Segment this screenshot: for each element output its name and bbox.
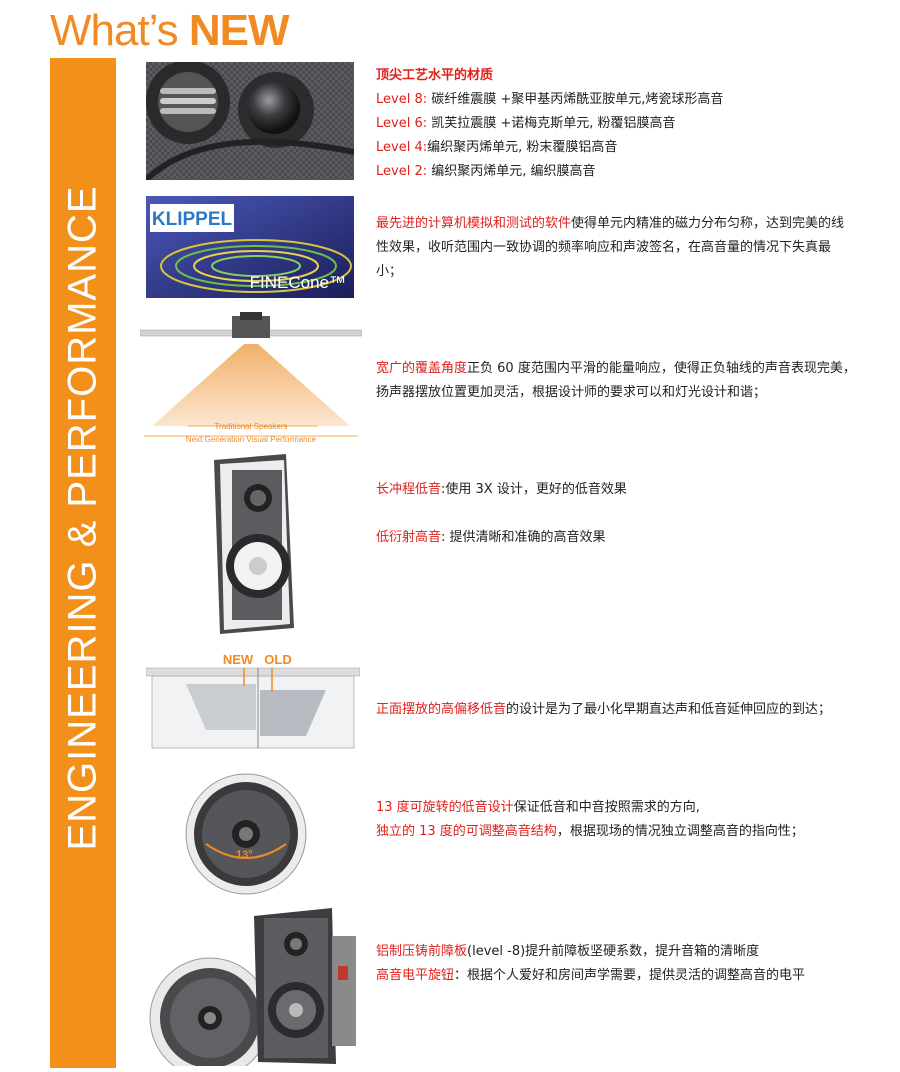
pivot-text-2: ，根据现场的情况独立调整高音的指向性； (556, 824, 804, 839)
materials-line-3: Level 4:编织聚丙烯单元, 粉末覆膜铝高音 (376, 136, 856, 160)
pivot-line-1: 13 度可旋转的低音设计保证低音和中音按照需求的方向, (376, 796, 856, 820)
baffle-text-2: ：根据个人爱好和房间声学需要，提供灵活的调整高音的电平 (454, 968, 806, 983)
page-title: What’s NEW (50, 6, 290, 56)
traditional-speakers-label: Traditional Speakers (214, 422, 287, 431)
pivot-angle-label: 13° (236, 849, 253, 861)
coverage-highlight: 宽广的覆盖角度 (376, 361, 468, 376)
side-banner-text: ENGINEERING & PERFORMANCE (60, 185, 105, 851)
klippel-logo-text: KLIPPEL (152, 209, 233, 230)
baffle-highlight-1: 铝制压铸前障板 (376, 944, 468, 959)
materials-line-2: Level 6: 凯芙拉震膜 +诺梅克斯单元, 粉覆铝膜高音 (376, 112, 856, 136)
woofer-highlight: 长冲程低音 (376, 482, 442, 497)
woofer-block: 长冲程低音:使用 3X 设计，更好的低音效果 (376, 478, 856, 502)
level-label: Level 4: (376, 140, 428, 155)
tweeter-block: 低衍射高音: 提供清晰和准确的高音效果 (376, 526, 856, 550)
level-text: 凯芙拉震膜 +诺梅克斯单元, 粉覆铝膜高音 (427, 116, 676, 131)
materials-line-4: Level 2: 编织聚丙烯单元, 编织膜高音 (376, 160, 856, 184)
baffle-line-1: 铝制压铸前障板(level -8)提升前障板坚硬系数，提升音箱的清晰度 (376, 940, 856, 964)
level-text: 编织聚丙烯单元, 粉末覆膜铝高音 (427, 140, 618, 155)
pivot-highlight-1: 13 度可旋转的低音设计 (376, 800, 514, 815)
coverage-block: 宽广的覆盖角度正负 60 度范围内平滑的能量响应，使得正负轴线的声音表现完美，扬… (376, 357, 856, 405)
baffle-highlight-2: 高音电平旋钮 (376, 968, 455, 983)
level-label: Level 6: (376, 116, 428, 131)
side-banner (50, 58, 116, 1068)
baffle-text-1: (level -8)提升前障板坚硬系数，提升音箱的清晰度 (467, 944, 760, 959)
coverage-text: 正负 60 度范围内平滑的能量响应，使得正负轴线的声音表现完美，扬声器摆放位置更… (376, 361, 856, 400)
finecone-label: FINECone™ (250, 273, 346, 292)
software-highlight: 最先进的计算机模拟和测试的软件 (376, 216, 572, 231)
materials-heading: 顶尖工艺水平的材质 (376, 68, 494, 83)
tweeter-highlight: 低衍射高音 (376, 530, 442, 545)
offset-block: 正面摆放的高偏移低音的设计是为了最小化早期直达声和低音延伸回应的到达； (376, 698, 856, 722)
pivot-line-2: 独立的 13 度的可调整高音结构，根据现场的情况独立调整高音的指向性； (376, 820, 856, 844)
klippel-finecone-image: KLIPPEL FINECone™ (146, 196, 354, 298)
pivot-text-1: 保证低音和中音按照需求的方向, (513, 800, 700, 815)
side-banner-text-wrap: ENGINEERING & PERFORMANCE (50, 58, 116, 958)
new-label: NEW (223, 652, 254, 667)
pivot-block: 13 度可旋转的低音设计保证低音和中音按照需求的方向, 独立的 13 度的可调整… (376, 796, 856, 844)
offset-highlight: 正面摆放的高偏移低音 (376, 702, 507, 717)
next-generation-label: Next Generation Visual Performance (186, 435, 317, 444)
offset-text: 的设计是为了最小化早期直达声和低音延伸回应的到达； (506, 702, 832, 717)
pivot-highlight-2: 独立的 13 度的可调整高音结构 (376, 824, 557, 839)
software-block: 最先进的计算机模拟和测试的软件使得单元内精准的磁力分布匀称，达到完美的线性效果，… (376, 212, 856, 284)
level-label: Level 8: (376, 92, 428, 107)
offset-woofer-image: NEW OLD (146, 650, 360, 754)
tweeter-text: : 提供清晰和准确的高音效果 (441, 530, 606, 545)
level-label: Level 2: (376, 164, 428, 179)
level-text: 碳纤维震膜 +聚甲基丙烯酰亚胺单元,烤瓷球形高音 (427, 92, 724, 107)
tweeter-closeup-image (146, 62, 354, 180)
coverage-diagram-image: Traditional Speakers Next Generation Vis… (140, 308, 362, 450)
title-bold: NEW (188, 6, 290, 55)
old-label: OLD (264, 652, 291, 667)
title-prefix: What’s (50, 6, 189, 55)
materials-line-1: Level 8: 碳纤维震膜 +聚甲基丙烯酰亚胺单元,烤瓷球形高音 (376, 88, 856, 112)
baffle-block: 铝制压铸前障板(level -8)提升前障板坚硬系数，提升音箱的清晰度 高音电平… (376, 940, 856, 988)
software-text: 使得单元内精准的磁力分布匀称，达到完美的线性效果，收听范围内一致协调的频率响应和… (376, 216, 845, 279)
level-text: 编织聚丙烯单元, 编织膜高音 (427, 164, 596, 179)
materials-block: 顶尖工艺水平的材质 Level 8: 碳纤维震膜 +聚甲基丙烯酰亚胺单元,烤瓷球… (376, 64, 856, 184)
baffle-speakers-image (146, 906, 360, 1066)
inwall-speaker-image (214, 454, 294, 634)
baffle-line-2: 高音电平旋钮：根据个人爱好和房间声学需要，提供灵活的调整高音的电平 (376, 964, 856, 988)
ceiling-speaker-pivot-image: 13° (184, 772, 308, 896)
woofer-text: :使用 3X 设计，更好的低音效果 (441, 482, 627, 497)
